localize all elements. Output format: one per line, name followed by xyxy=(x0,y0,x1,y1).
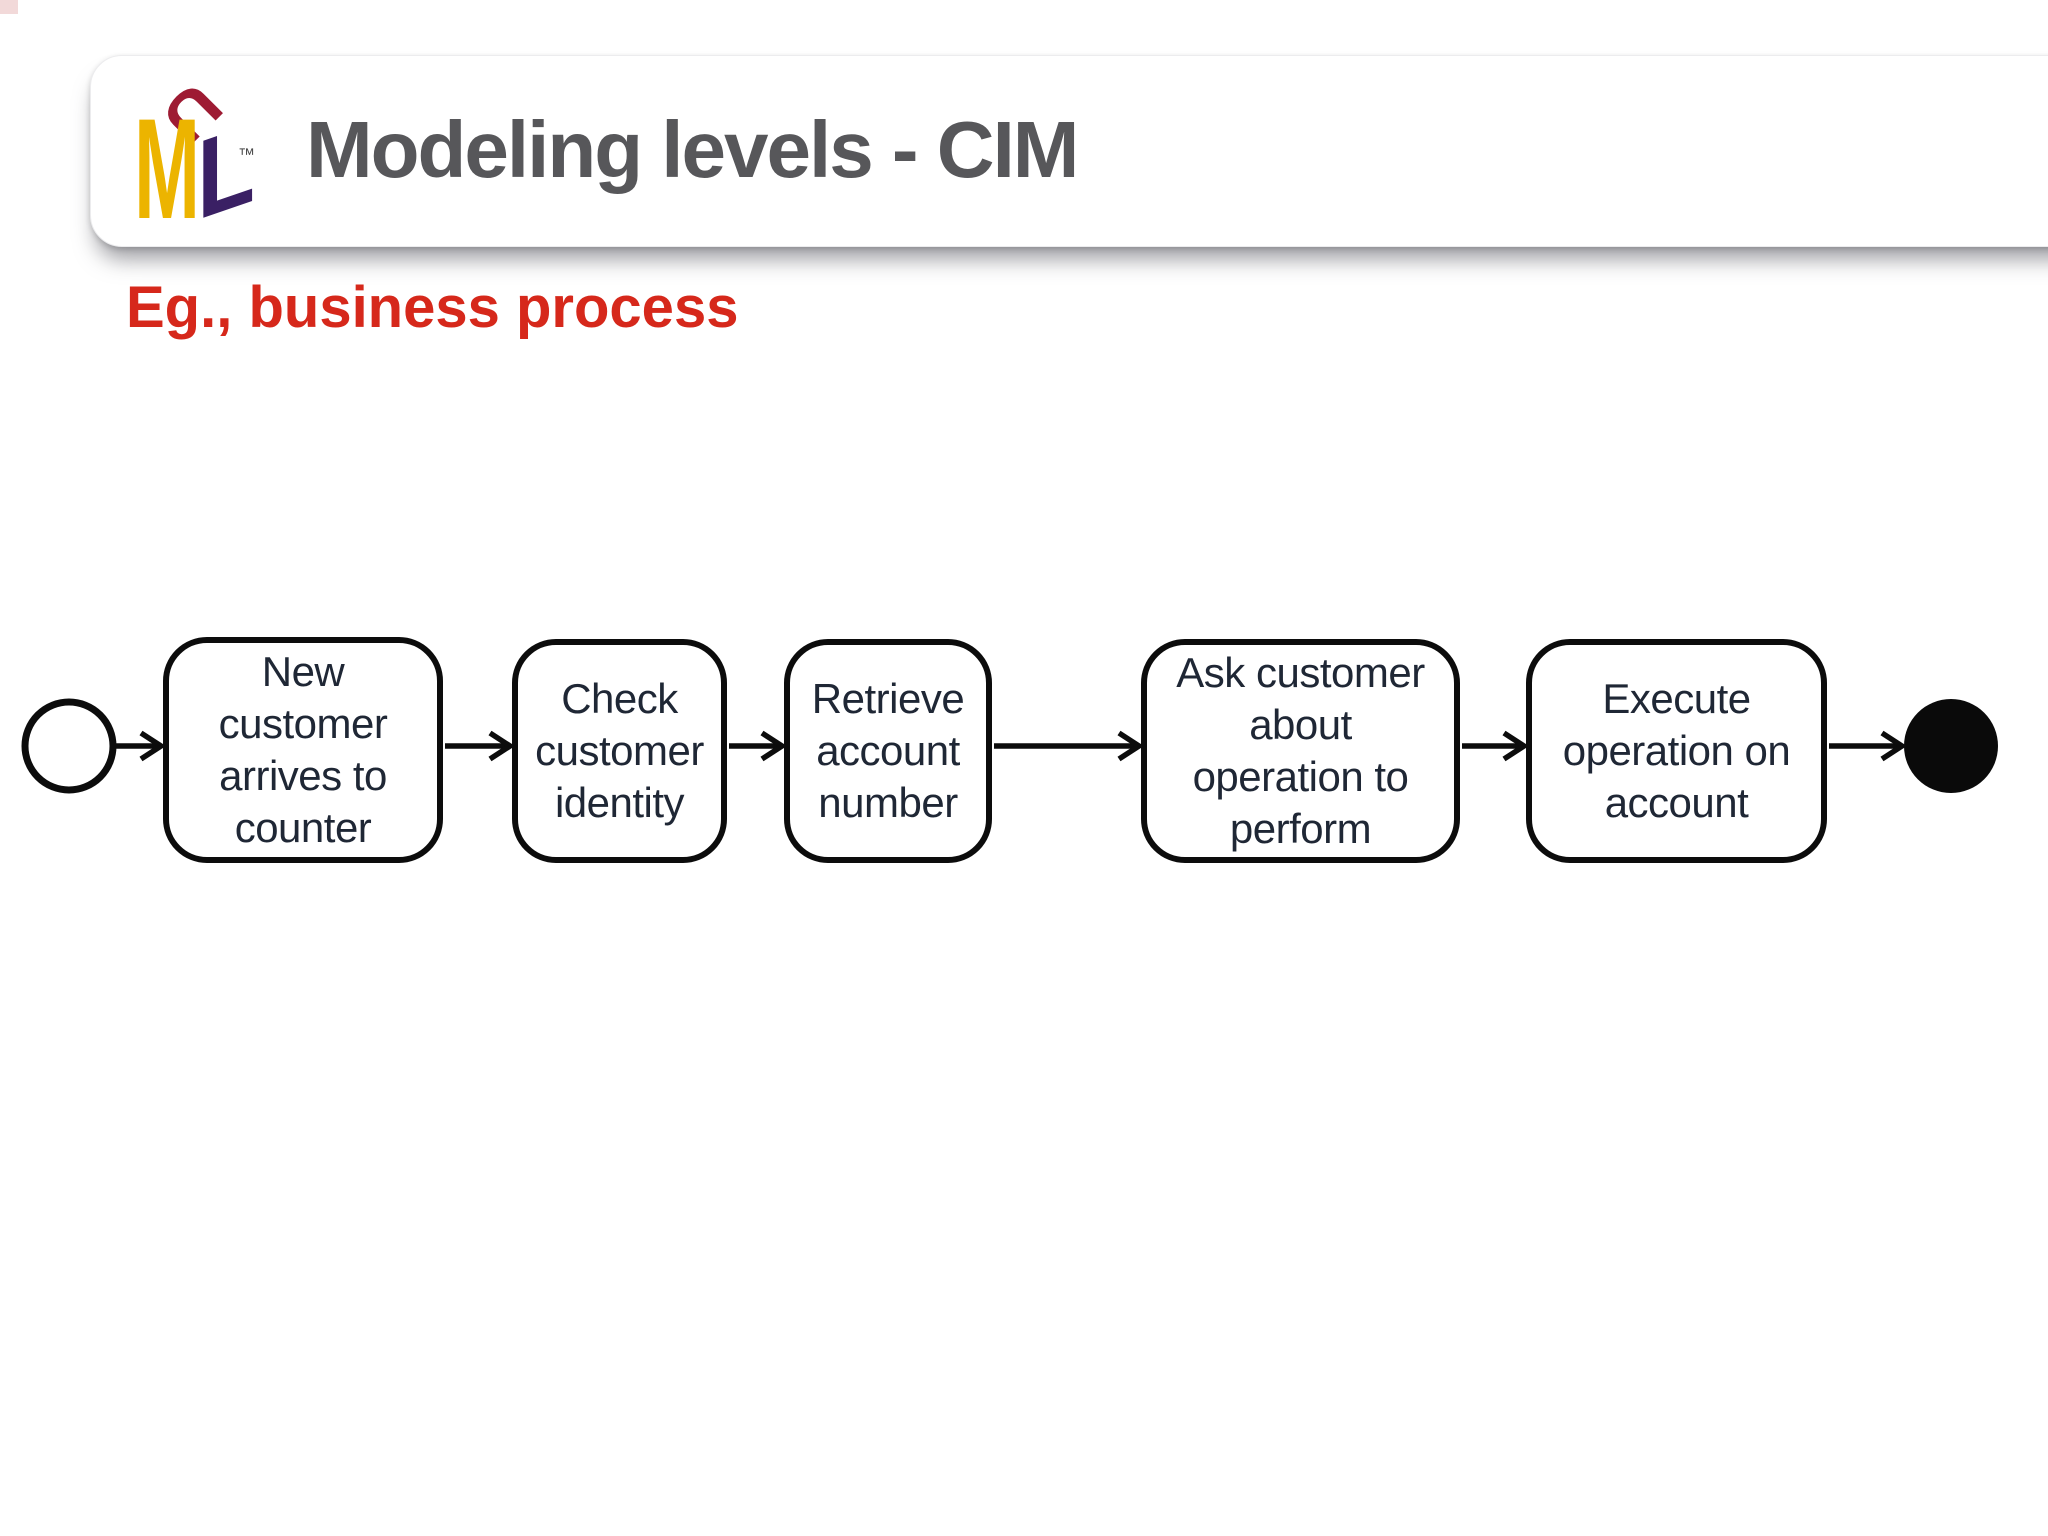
logo-letter-m: M xyxy=(134,90,200,228)
page-title: Modeling levels - CIM xyxy=(306,105,1079,194)
flow-arrow xyxy=(1829,730,1908,762)
header-card xyxy=(90,55,2048,247)
activity-box: Ask customer about operation to perform xyxy=(1141,639,1460,863)
subtitle: Eg., business process xyxy=(126,275,739,340)
activity-box: Retrieve account number xyxy=(784,639,992,863)
flow-arrow xyxy=(994,730,1145,762)
activity-box: Check customer identity xyxy=(512,639,727,863)
corner-artifact xyxy=(0,0,18,14)
flow-arrow xyxy=(729,730,788,762)
activity-box: Execute operation on account xyxy=(1526,639,1827,863)
uml-logo-icon: U M L ™ xyxy=(134,76,255,228)
flow-arrow xyxy=(1462,730,1530,762)
final-node xyxy=(1904,699,1998,793)
trademark-symbol: ™ xyxy=(238,145,255,164)
initial-node xyxy=(21,698,117,794)
flow-arrow xyxy=(116,730,167,762)
activity-box: New customer arrives to counter xyxy=(163,637,443,863)
flow-arrow xyxy=(445,730,516,762)
svg-text:L: L xyxy=(197,100,255,228)
logo-letter-l: L xyxy=(197,100,255,228)
